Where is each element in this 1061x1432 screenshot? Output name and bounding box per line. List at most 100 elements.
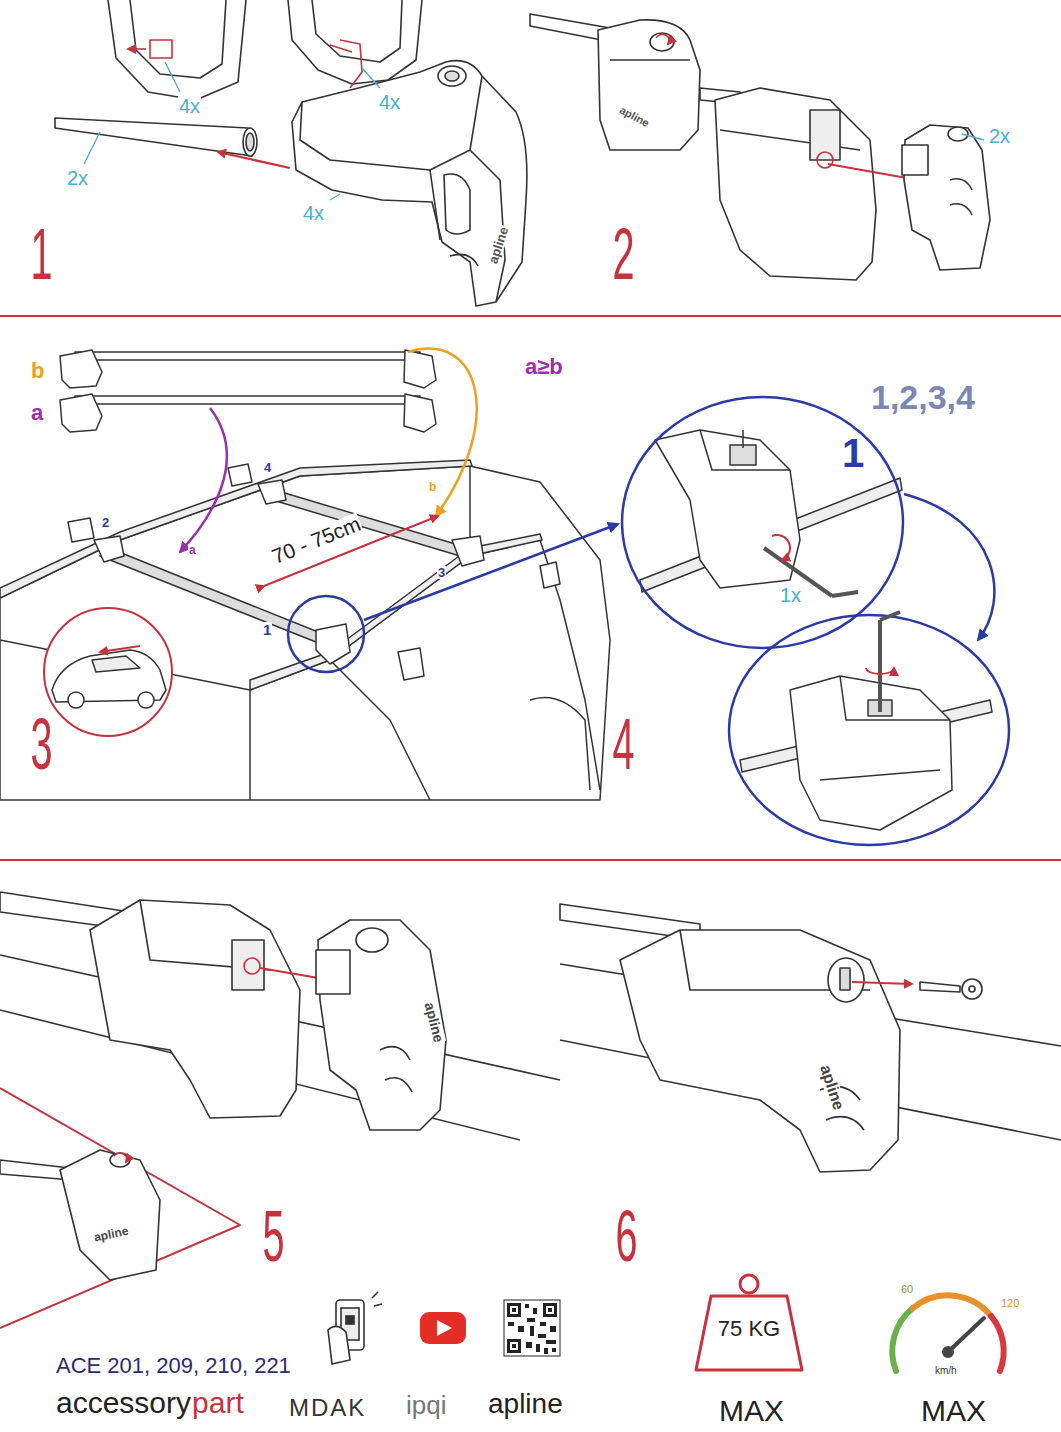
- weight-ring: [740, 1275, 758, 1293]
- zoom-detail-drawing: [640, 430, 1009, 845]
- limit-label: MAX: [920, 1396, 987, 1426]
- step3-drawing-part: [60, 350, 102, 388]
- step6-drawing-part: [840, 968, 850, 990]
- step2-drawing-part: [950, 179, 972, 190]
- step2-drawing-part: [817, 152, 833, 168]
- step1-drawing-part: [218, 152, 290, 168]
- qr-code-part: [504, 1300, 560, 1356]
- panel-divider-part: [0, 315, 1061, 317]
- detail-arrow-part: [904, 494, 994, 640]
- callout-number: 1: [262, 622, 272, 637]
- step3-drawing-part: [249, 690, 251, 800]
- step1-drawing-part: [243, 128, 257, 156]
- step5-drawing-part: [316, 950, 350, 994]
- qr-code-part: [527, 1318, 535, 1322]
- step-number: 6: [615, 1200, 638, 1272]
- step3-drawing-part: [316, 624, 350, 664]
- step5-drawing-part: [0, 1088, 240, 1328]
- speed-mark: 120: [1000, 1298, 1020, 1309]
- step5-drawing-part: [244, 958, 260, 974]
- zoom-detail-drawing-part: [878, 620, 882, 712]
- step1-drawing-part: [312, 0, 402, 62]
- step1-drawing-part: [130, 0, 226, 78]
- count-label: 1x: [780, 585, 801, 605]
- step1-drawing-part: [292, 61, 527, 306]
- qr-code-part: [510, 1342, 518, 1350]
- brand-mark: apline: [817, 1062, 847, 1113]
- step3-drawing-part: [540, 562, 560, 588]
- callout-number: 3: [437, 566, 446, 579]
- step6-drawing-part: [828, 958, 864, 1002]
- step1-drawing-part: [300, 76, 482, 170]
- step6-drawing-part: [620, 930, 900, 1172]
- step-number: 2: [612, 218, 635, 290]
- callout-number: 2: [101, 516, 110, 529]
- leader-line-part: [84, 132, 100, 164]
- speed-mark: 60: [900, 1284, 914, 1295]
- youtube-icon: [420, 1312, 466, 1344]
- zoom-detail-drawing-part: [880, 612, 900, 620]
- step3-drawing-part: [138, 692, 154, 708]
- qr-code-part: [548, 1308, 552, 1312]
- brand-name: part: [191, 1388, 245, 1418]
- qr-code-part: [510, 1306, 518, 1314]
- weight-outline: [696, 1296, 802, 1370]
- step1-drawing-part: [438, 66, 466, 86]
- step5-drawing-part: [110, 1153, 130, 1167]
- step3-drawing-part: [258, 480, 286, 504]
- step3-drawing-part: [0, 460, 472, 598]
- speed-unit: km/h: [934, 1366, 958, 1376]
- step1-drawing-part: [246, 133, 254, 151]
- step-number: 3: [30, 708, 53, 780]
- qr-code-part: [546, 1340, 556, 1344]
- step6-drawing-part: [826, 1117, 864, 1130]
- qr-phone-icon-part: [328, 1326, 350, 1364]
- qr-phone-icon-part: [346, 1316, 354, 1324]
- step5-drawing-part: [232, 940, 264, 990]
- step3-drawing-part: [100, 646, 140, 652]
- step1-drawing-part: [150, 40, 172, 58]
- step6-drawing-part: [962, 979, 982, 999]
- step3-drawing-part: [404, 350, 436, 388]
- step1-drawing-part: [450, 254, 478, 266]
- brand-mark: apline: [422, 1000, 446, 1045]
- qr-phone-icon: [328, 1292, 382, 1364]
- qr-code-part: [550, 1326, 556, 1332]
- leader-line-part: [165, 62, 180, 92]
- qr-phone-icon-part: [374, 1304, 382, 1306]
- qr-code-part: [518, 1326, 524, 1332]
- qr-code-part: [552, 1348, 556, 1352]
- step1-drawing-part: [330, 45, 352, 52]
- limit-label: MAX: [718, 1396, 785, 1426]
- step3-drawing-part: [404, 394, 436, 432]
- step3-drawing-part: [44, 608, 172, 736]
- foot-order: 1,2,3,4: [870, 380, 976, 414]
- zoom-detail-drawing-part: [832, 592, 858, 596]
- step5-drawing: [0, 892, 560, 1328]
- qr-code-part: [540, 1322, 546, 1326]
- leader-line: [84, 62, 380, 200]
- step3-drawing-part: [398, 648, 424, 680]
- qr-code-part: [546, 1306, 554, 1314]
- weight-value: 75 KG: [718, 1318, 780, 1340]
- weight-limit-icon: 75 KG: [693, 1272, 805, 1372]
- youtube-icon-part: [420, 1312, 466, 1344]
- zoom-detail-drawing-part: [820, 770, 940, 780]
- qr-code-part: [508, 1322, 514, 1326]
- step3-drawing-part: [228, 464, 252, 486]
- panel-divider-part: [0, 859, 1061, 861]
- step6-drawing-part: [969, 986, 975, 992]
- step2-drawing-part: [948, 127, 968, 141]
- step1-drawing-part: [340, 40, 362, 88]
- step-number: 5: [262, 1200, 285, 1272]
- zoom-detail-drawing-part: [700, 430, 790, 470]
- step1-drawing-part: [108, 0, 246, 100]
- step2-drawing-part: [715, 88, 876, 280]
- qr-code-part: [512, 1308, 516, 1312]
- step2-drawing-part: [656, 34, 669, 44]
- speedometer-icon-part: [942, 1346, 954, 1358]
- zoom-detail-drawing-part: [729, 615, 1009, 845]
- bar-letter: a: [30, 402, 44, 424]
- qr-code-part: [525, 1304, 529, 1308]
